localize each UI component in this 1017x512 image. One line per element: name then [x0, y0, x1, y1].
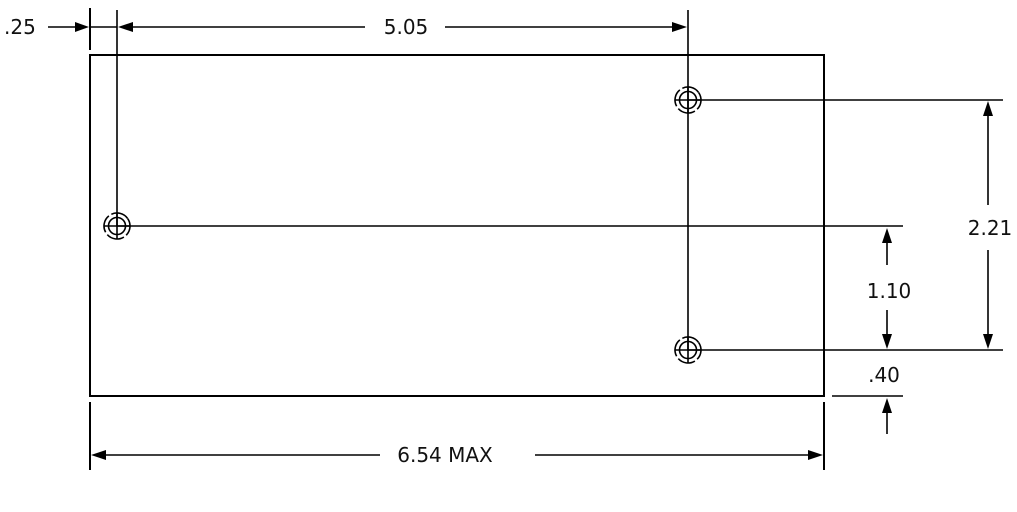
arrowhead: [882, 334, 892, 349]
dimension-hole-spacing-horizontal: 5.05: [118, 15, 687, 39]
dimension-bottom-offset: .40: [868, 363, 900, 434]
arrowhead: [91, 450, 106, 460]
mounting-hole: [98, 207, 136, 245]
arrowhead: [808, 450, 823, 460]
arrowhead: [882, 228, 892, 243]
dimension-left-offset: .25: [4, 15, 117, 39]
arrowhead: [75, 22, 89, 32]
arrowhead: [672, 22, 687, 32]
mounting-hole: [669, 331, 707, 369]
mounting-hole: [669, 81, 707, 119]
dimension-label: 2.21: [968, 216, 1013, 240]
dimension-hole-spacing-vertical-inner: 1.10: [867, 228, 912, 349]
arrowhead: [983, 101, 993, 116]
dimension-overall-width: 6.54 MAX: [91, 443, 823, 467]
dimension-hole-spacing-vertical-outer: 2.21: [968, 101, 1013, 349]
dimension-label: 5.05: [384, 15, 429, 39]
arrowhead: [983, 334, 993, 349]
dimension-label: 6.54 MAX: [397, 443, 493, 467]
arrowhead: [118, 22, 133, 32]
dimension-label: 1.10: [867, 279, 912, 303]
dimension-label: .25: [4, 15, 36, 39]
arrowhead: [882, 398, 892, 413]
dimension-label: .40: [868, 363, 900, 387]
